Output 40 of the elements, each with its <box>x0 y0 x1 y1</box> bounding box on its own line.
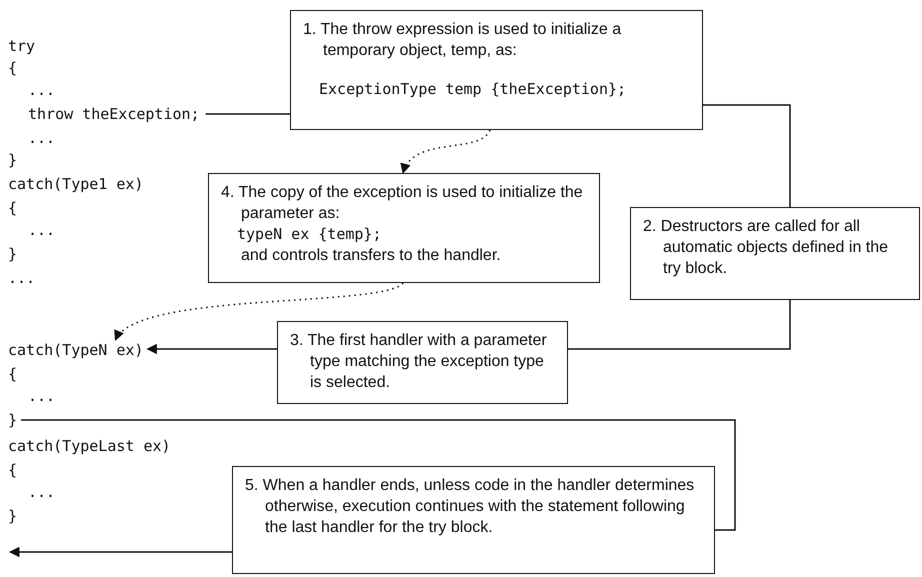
connector-line <box>21 419 736 531</box>
connector-line <box>703 104 791 207</box>
code-line: ... <box>8 268 36 288</box>
code-line: catch(TypeLast ex) <box>8 436 171 456</box>
code-line: catch(TypeN ex) <box>8 340 144 360</box>
code-line: ... <box>28 80 56 100</box>
dotted-arrow <box>114 282 404 341</box>
code-line: ... <box>28 482 56 502</box>
callout-text: 2. Destructors are called for all automatic objects defined in the try block. <box>643 217 890 279</box>
code-line: ... <box>28 386 56 406</box>
code-line: } <box>8 506 18 526</box>
callout-box <box>208 173 600 283</box>
code-line: ... <box>28 128 56 148</box>
callout-box <box>290 10 703 130</box>
callout-text: and controls transfers to the handler. <box>240 246 502 266</box>
connector-line <box>206 113 290 115</box>
callout-text: 3. The first handler with a parameter type matching the exception type is selected. <box>290 331 548 393</box>
code-line: { <box>8 460 18 480</box>
code-line: } <box>8 410 18 430</box>
code-text: typeN ex {temp}; <box>236 224 382 245</box>
callout-box <box>232 466 715 574</box>
code-line: try <box>8 36 36 56</box>
arrow <box>8 546 232 558</box>
code-line: } <box>8 150 18 170</box>
code-line: } <box>8 244 18 264</box>
code-line: ... <box>28 220 56 240</box>
callout-text: 4. The copy of the exception is used to initialize the parameter as: <box>221 183 584 224</box>
code-line: throw theException; <box>28 104 200 124</box>
code-line: { <box>8 364 18 384</box>
code-line: { <box>8 58 18 78</box>
connector-line <box>568 300 791 350</box>
arrow <box>146 344 277 354</box>
code-line: catch(Type1 ex) <box>8 174 144 194</box>
callout-box <box>630 207 920 300</box>
callout-text: 1. The throw expression is used to initialize a temporary object, temp, as: <box>303 20 622 61</box>
dotted-arrow <box>402 130 491 174</box>
code-text: ExceptionType temp {theException}; <box>318 79 628 100</box>
callout-box <box>277 321 568 404</box>
code-line: { <box>8 198 18 218</box>
callout-text: 5. When a handler ends, unless code in the handler determines otherwise, execution continues with the statement following the last handler for the try block. <box>245 476 696 538</box>
